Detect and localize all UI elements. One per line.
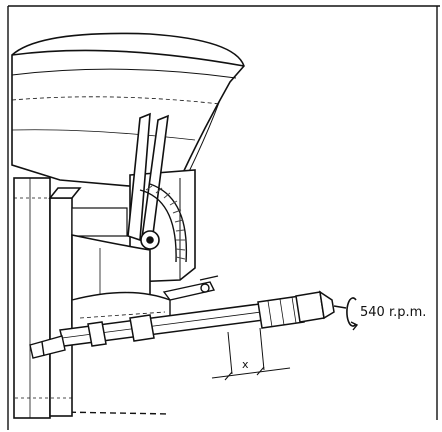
figure-border (7, 5, 440, 430)
speed-label: 540 r.p.m. (360, 305, 426, 320)
pto-drive-shaft (59, 290, 347, 347)
hitch-bracket (162, 275, 219, 301)
dimension-marker (211, 327, 291, 381)
rotation-arrow-icon (346, 297, 359, 331)
dosage-scale-arc (139, 183, 188, 263)
hopper-bowl (11, 32, 245, 191)
control-levers (127, 112, 169, 250)
left-shaft-stub (29, 335, 66, 359)
dimension-label: x (242, 358, 249, 371)
